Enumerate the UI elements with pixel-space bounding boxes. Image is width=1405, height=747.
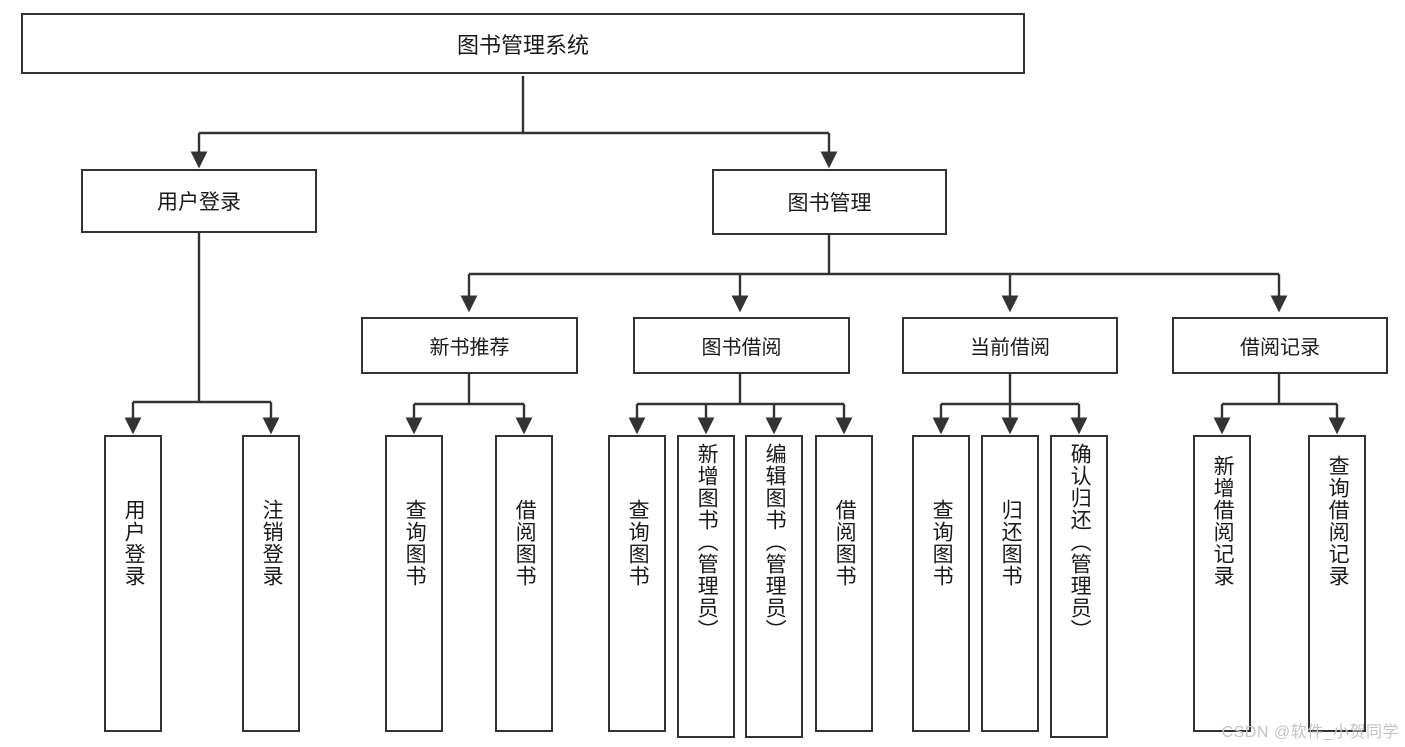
node-current-borrow[interactable]: 当前借阅	[902, 317, 1118, 374]
leaf-new-book-borrow-book[interactable]: 借阅图书	[495, 435, 553, 732]
leaf-borrow-record-query-record[interactable]: 查询借阅记录	[1308, 435, 1366, 732]
node-user-login[interactable]: 用户登录	[81, 169, 317, 233]
leaf-current-borrow-confirm-return-admin[interactable]: 确认归还（管理员）	[1050, 435, 1108, 738]
node-root-system[interactable]: 图书管理系统	[21, 13, 1025, 74]
node-borrow-record[interactable]: 借阅记录	[1172, 317, 1388, 374]
leaf-current-borrow-query-book[interactable]: 查询图书	[912, 435, 970, 732]
leaf-book-borrow-edit-book-admin[interactable]: 编辑图书（管理员）	[745, 435, 803, 738]
leaf-new-book-query-book[interactable]: 查询图书	[385, 435, 443, 732]
leaf-current-borrow-return-book[interactable]: 归还图书	[981, 435, 1039, 732]
leaf-label: 确认归还（管理员）	[1068, 443, 1092, 641]
leaf-label: 编辑图书（管理员）	[763, 443, 787, 641]
leaf-label: 注销登录	[260, 499, 284, 587]
node-book-borrow[interactable]: 图书借阅	[633, 317, 850, 374]
node-label: 新书推荐	[429, 337, 510, 359]
node-label: 图书管理系统	[456, 32, 589, 58]
node-book-management[interactable]: 图书管理	[712, 169, 947, 235]
leaf-book-borrow-query-book[interactable]: 查询图书	[608, 435, 666, 732]
leaf-label: 新增图书（管理员）	[695, 443, 719, 641]
leaf-user-login-login[interactable]: 用户登录	[104, 435, 162, 732]
leaf-label: 查询图书	[930, 499, 954, 587]
node-label: 当前借阅	[970, 337, 1050, 359]
node-new-book-recommend[interactable]: 新书推荐	[361, 317, 578, 374]
leaf-label: 用户登录	[122, 499, 146, 587]
node-label: 图书管理	[787, 192, 872, 215]
leaf-book-borrow-borrow-book[interactable]: 借阅图书	[815, 435, 873, 732]
leaf-label: 新增借阅记录	[1211, 455, 1235, 587]
leaf-book-borrow-add-book-admin[interactable]: 新增图书（管理员）	[677, 435, 735, 738]
watermark-text: CSDN @软件_小贺同学	[1221, 724, 1399, 741]
leaf-label: 归还图书	[999, 499, 1023, 587]
node-label: 用户登录	[157, 191, 241, 214]
leaf-label: 借阅图书	[513, 499, 537, 587]
leaf-label: 借阅图书	[833, 499, 857, 587]
leaf-label: 查询借阅记录	[1326, 455, 1350, 587]
leaf-label: 查询图书	[403, 499, 427, 587]
leaf-borrow-record-add-record[interactable]: 新增借阅记录	[1193, 435, 1251, 732]
leaf-user-login-logout[interactable]: 注销登录	[242, 435, 300, 732]
leaf-label: 查询图书	[626, 499, 650, 587]
node-label: 图书借阅	[701, 337, 782, 359]
node-label: 借阅记录	[1240, 337, 1320, 359]
